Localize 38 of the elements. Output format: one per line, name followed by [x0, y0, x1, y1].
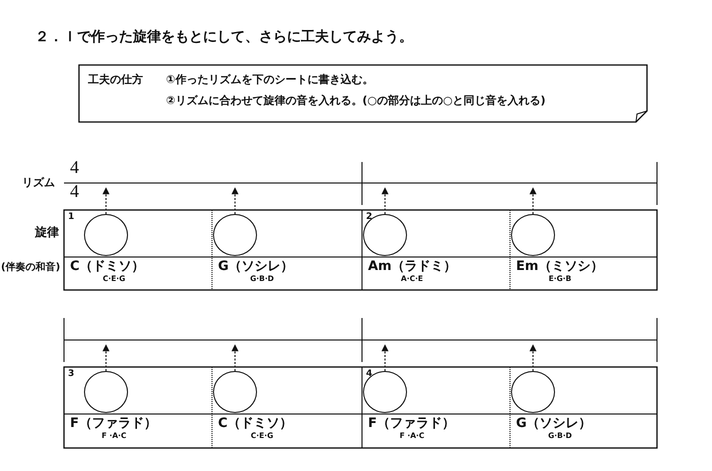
chord-name: Am（ラドミ） — [368, 260, 457, 275]
note-circle — [213, 214, 257, 256]
instruction-text: ②リズムに合わせて旋律の音を入れる。(○の部分は上の○と同じ音を入れる) — [166, 95, 546, 108]
row-label: リズム — [22, 177, 55, 190]
note-heading: 工夫の仕方 — [88, 74, 143, 87]
title: ２．Ｉで作った旋律をもとにして、さらに工夫してみよう。 — [35, 29, 413, 46]
measure-number: 4 — [366, 369, 372, 380]
measure-number: 1 — [68, 212, 74, 222]
arrow — [102, 187, 110, 214]
chord-name: Em（ミソシ） — [516, 260, 604, 275]
arrow — [102, 344, 110, 372]
arrow — [232, 187, 238, 214]
note-circle — [511, 371, 555, 413]
measure-number: 2 — [366, 212, 372, 222]
note-circle — [213, 371, 257, 413]
note-circle — [84, 214, 128, 256]
arrow — [530, 187, 536, 214]
chord-name: C（ドミソ） — [70, 260, 145, 275]
note-circle — [363, 214, 407, 256]
row-label: (伴奏の和音) — [1, 262, 60, 274]
instruction-text: ①作ったリズムを下のシートに書き込む。 — [166, 74, 374, 87]
chord-name: F（ファラド） — [70, 417, 157, 432]
instruction-note — [78, 64, 648, 123]
chord-name: F（ファラド） — [368, 417, 455, 432]
chord-name: G（ソシレ） — [516, 417, 592, 432]
row-label: 旋律 — [35, 226, 59, 240]
note-circle — [84, 371, 128, 413]
arrow — [530, 344, 536, 372]
note-circle — [511, 214, 555, 256]
arrow — [382, 344, 388, 372]
note-circle — [363, 371, 407, 413]
measure-number: 3 — [68, 369, 74, 380]
time-signature-numeral: 4 — [70, 158, 79, 176]
arrow — [232, 344, 238, 372]
chord-name: G（ソシレ） — [218, 260, 294, 275]
arrow — [382, 187, 388, 214]
chord-name: C（ドミソ） — [218, 417, 293, 432]
time-signature-numeral: 4 — [70, 182, 79, 200]
